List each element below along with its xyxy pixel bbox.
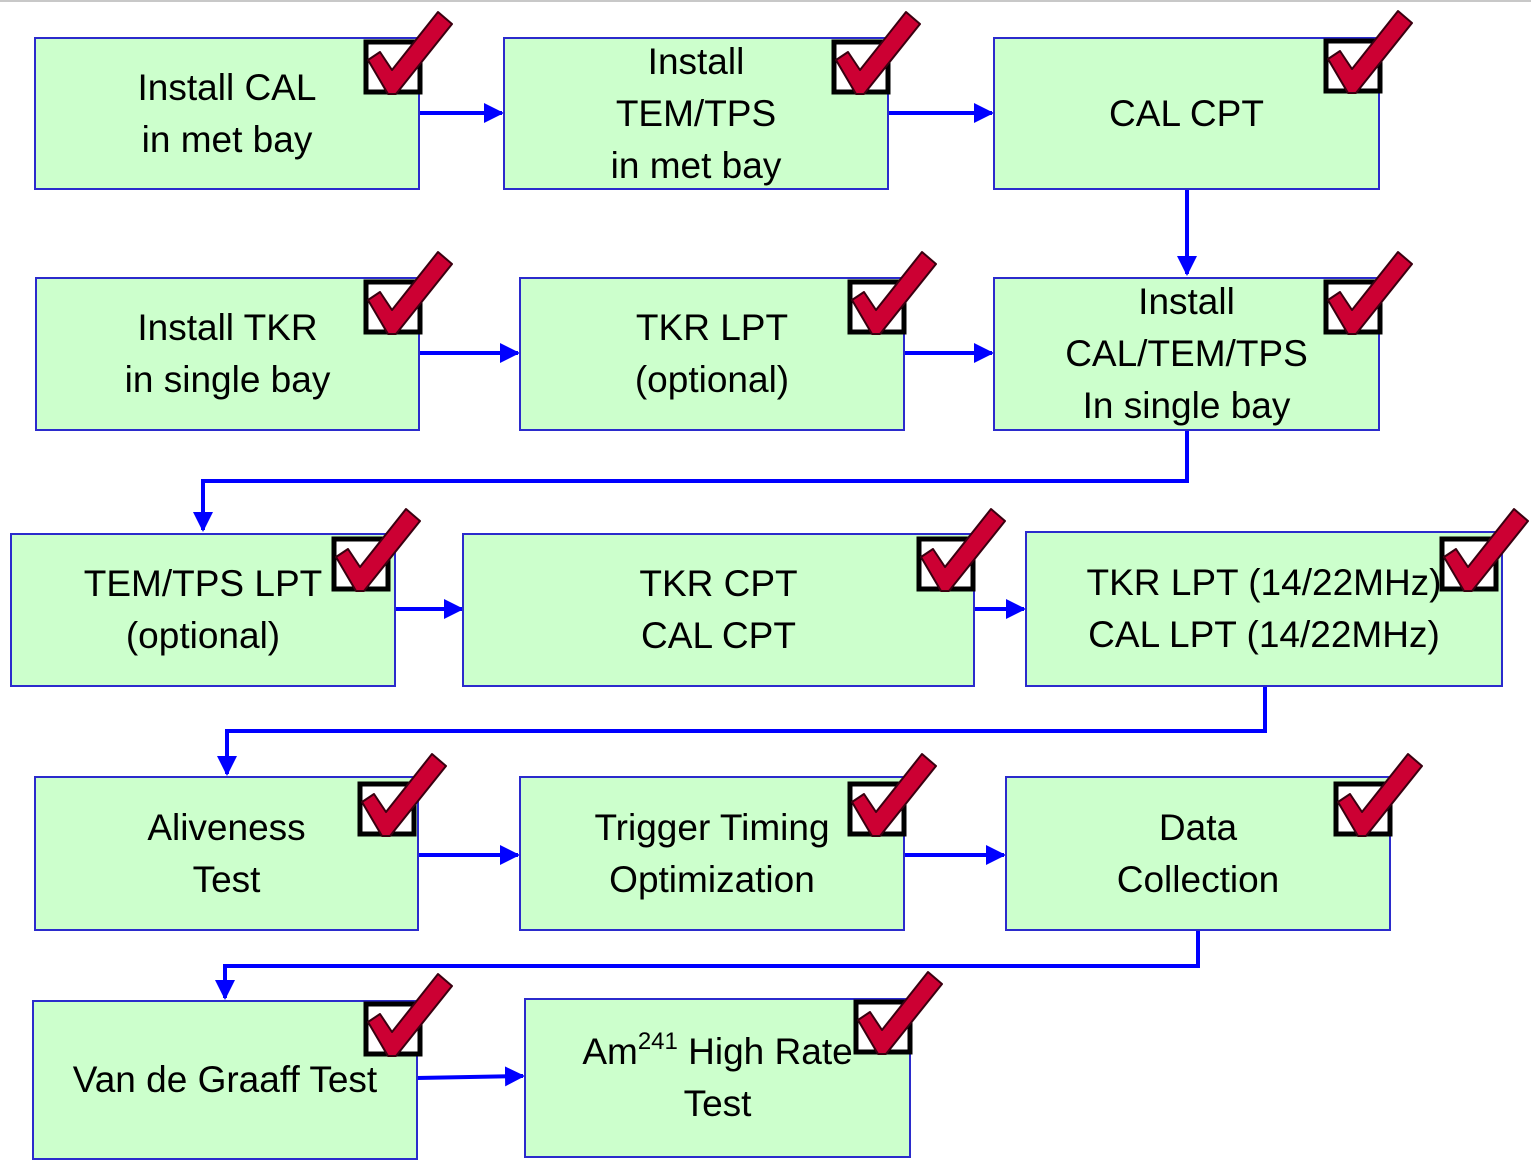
- checkmark-icon: [847, 753, 937, 837]
- step-label-line: Install: [647, 40, 745, 82]
- isotope-mass-number: 241: [637, 1028, 678, 1055]
- step-tkr-lpt-optional: TKR LPT (optional): [519, 277, 905, 431]
- step-van-de-graaff-test: Van de Graaff Test: [32, 1000, 418, 1160]
- checkmark-icon: [363, 973, 453, 1057]
- step-label-line: in single bay: [124, 359, 331, 400]
- step-label-line: TKR CPT: [639, 563, 798, 604]
- step-label-line: Trigger Timing: [594, 806, 830, 848]
- checkmark-icon: [853, 971, 943, 1055]
- step-label-line: TEM/TPS LPT: [83, 563, 323, 604]
- arrow-data-collection-to-van-de-graaff: [215, 931, 1200, 1000]
- step-tkr-cpt-cal-cpt: TKR CPT CAL CPT: [462, 533, 975, 687]
- step-label-line: Test: [192, 858, 261, 900]
- isotope-symbol: Am: [582, 1031, 638, 1072]
- checkmark-icon: [847, 251, 937, 335]
- step-label-line: Collection: [1116, 858, 1280, 900]
- arrow-install-cal-tem-tps-to-tem-tps-lpt: [193, 431, 1189, 532]
- checkmark-icon: [363, 251, 453, 335]
- top-border: [0, 0, 1531, 2]
- step-label-line: Aliveness: [147, 806, 306, 848]
- step-install-tem-tps-met-bay: Install TEM/TPS in met bay: [503, 37, 889, 190]
- step-trigger-timing-optimization: Trigger Timing Optimization: [519, 776, 905, 931]
- step-label-line: in met bay: [610, 144, 782, 186]
- checkmark-icon: [357, 753, 447, 837]
- step-label-line: TKR LPT (14/22MHz): [1086, 562, 1442, 603]
- step-install-tkr-single-bay: Install TKR in single bay: [35, 277, 420, 431]
- step-label-line: In single bay: [1082, 385, 1291, 426]
- checkmark-icon: [363, 11, 453, 95]
- step-data-collection: Data Collection: [1005, 776, 1391, 931]
- checkmark-icon: [1323, 251, 1413, 335]
- step-label-line: CAL LPT (14/22MHz): [1088, 614, 1440, 655]
- step-label-line: Install: [1138, 281, 1235, 322]
- step-label-line: Install TKR: [137, 307, 318, 348]
- step-label-line: Install CAL: [137, 66, 317, 108]
- step-label-line: in met bay: [141, 118, 313, 160]
- checkmark-icon: [916, 508, 1006, 592]
- step-cal-cpt: CAL CPT: [993, 37, 1380, 190]
- step-aliveness-test: Aliveness Test: [34, 776, 419, 931]
- arrow-van-de-graaff-to-am241: [416, 1066, 525, 1087]
- step-label-rest: High Rate: [677, 1031, 853, 1072]
- step-label-line: (optional): [634, 359, 790, 400]
- step-label-line: Optimization: [609, 858, 815, 900]
- step-label-line: Data: [1158, 806, 1238, 848]
- arrow-tkr-cal-lpt-to-aliveness: [217, 686, 1267, 776]
- checkmark-icon: [1323, 10, 1413, 94]
- checkmark-icon: [1439, 508, 1529, 592]
- step-label-line: CAL CPT: [641, 615, 796, 656]
- step-label-line: CAL CPT: [1109, 92, 1264, 134]
- step-label-line: CAL/TEM/TPS: [1065, 333, 1308, 374]
- checkmark-icon: [831, 11, 921, 95]
- step-install-cal-tem-tps-single-bay: Install CAL/TEM/TPS In single bay: [993, 277, 1380, 431]
- checkmark-icon: [1333, 753, 1423, 837]
- step-label-line: Am241 High Rate: [582, 1026, 852, 1078]
- step-label-line: Test: [683, 1083, 752, 1124]
- step-install-cal-met-bay: Install CAL in met bay: [34, 37, 420, 190]
- checkmark-icon: [331, 508, 421, 592]
- step-label-line: Van de Graaff Test: [72, 1059, 378, 1100]
- step-label-line: TEM/TPS: [615, 92, 777, 134]
- step-label-line: (optional): [125, 615, 281, 656]
- step-label-line: TKR LPT: [635, 307, 789, 348]
- step-tkr-cal-lpt-14-22mhz: TKR LPT (14/22MHz) CAL LPT (14/22MHz): [1025, 531, 1503, 687]
- step-tem-tps-lpt-optional: TEM/TPS LPT (optional): [10, 533, 396, 687]
